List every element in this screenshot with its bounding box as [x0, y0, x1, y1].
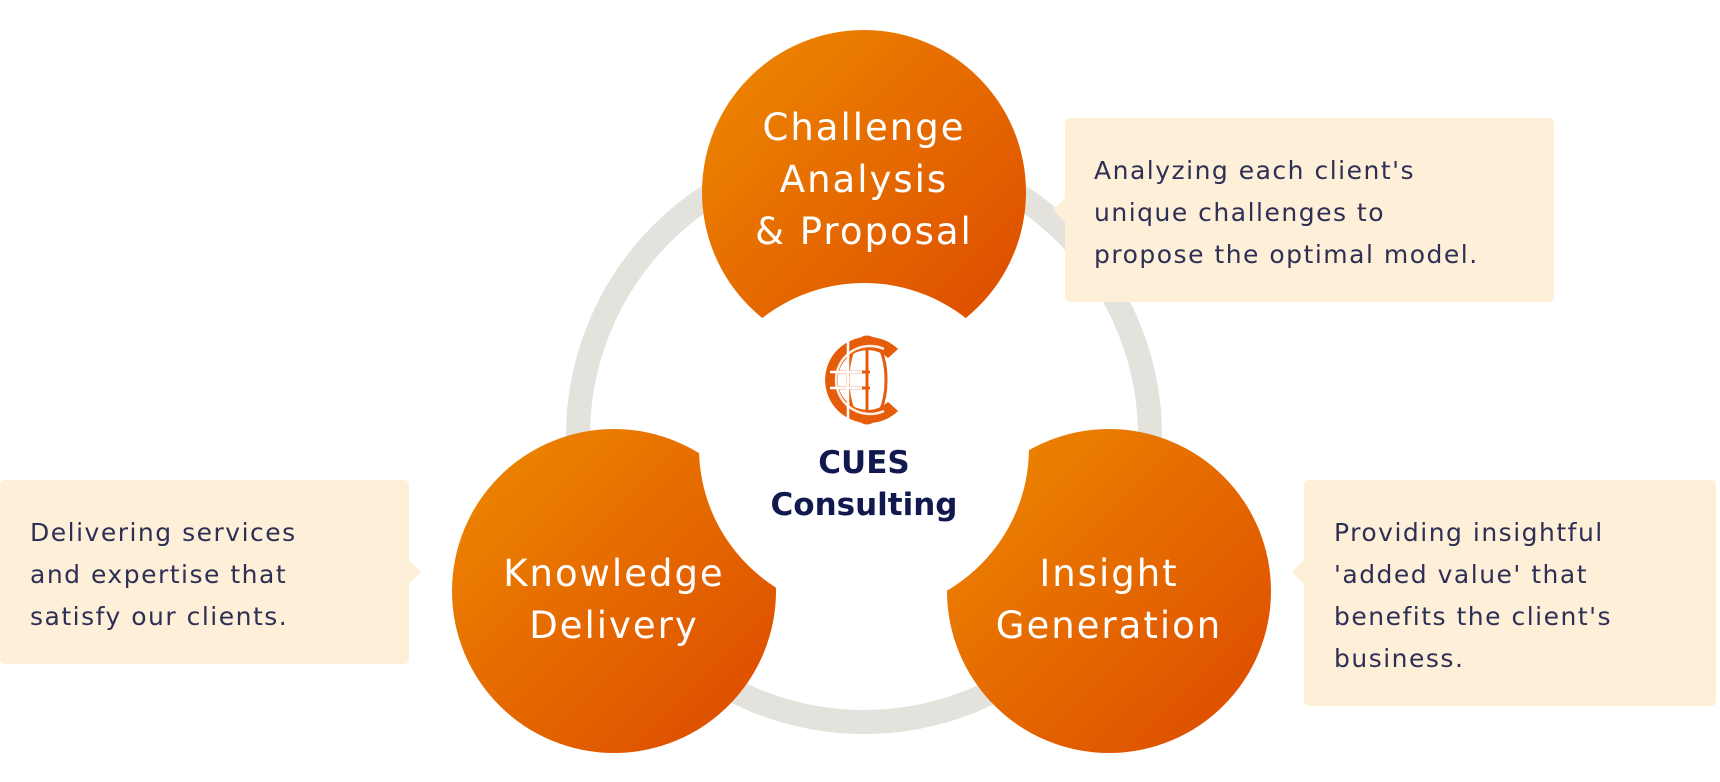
node-challenge-circle [702, 30, 1026, 354]
callout-pointer [409, 560, 421, 584]
node-knowledge-circle [452, 429, 776, 753]
callout-knowledge-text: Delivering services and expertise that s… [30, 518, 297, 631]
center-hub [699, 283, 1029, 613]
callout-pointer [1292, 560, 1304, 584]
node-label-insight: Insight Generation [995, 552, 1223, 647]
callout-insight-text: Providing insightful 'added value' that … [1334, 518, 1613, 673]
company-name-line2: Consulting [770, 487, 958, 523]
callout-challenge: Analyzing each client's unique challenge… [1053, 118, 1554, 302]
node-label-knowledge: Knowledge Delivery [503, 552, 725, 647]
callout-pointer [1053, 198, 1065, 222]
node-insight-circle [947, 429, 1271, 753]
callout-challenge-text: Analyzing each client's unique challenge… [1094, 156, 1479, 269]
company-name: CUES Consulting [734, 442, 994, 526]
node-label-challenge: Challenge Analysis & Proposal [755, 106, 973, 253]
company-name-line1: CUES [818, 445, 910, 481]
cues-logo-icon [825, 335, 898, 425]
callout-knowledge: Delivering services and expertise that s… [0, 480, 421, 664]
callout-insight: Providing insightful 'added value' that … [1292, 480, 1716, 706]
